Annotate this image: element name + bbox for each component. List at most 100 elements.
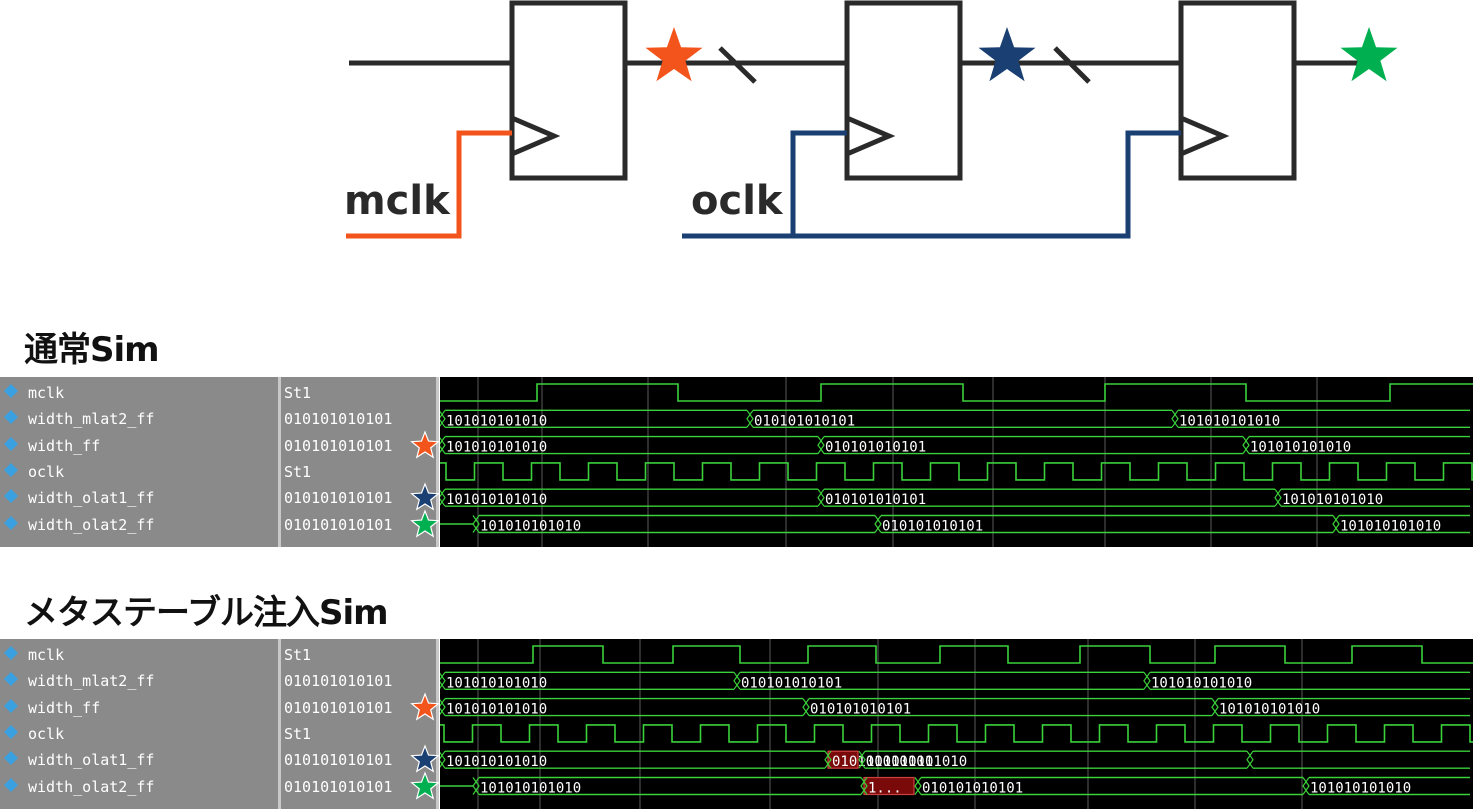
bus-slash-1 [718,46,757,84]
signal-value-text: St1 [284,462,312,481]
signal-value-text: 010101010101 [284,672,393,691]
clock-trace [440,645,1473,664]
signal-diamond-icon [4,698,18,713]
signal-diamond-icon [4,489,18,504]
signal-name: width_olat1_ff [28,751,155,770]
signal-row-width_ff[interactable]: width_ff [0,432,278,458]
star-marker-icon [410,691,440,721]
signal-value-oclk: St1 [281,458,436,484]
bus-value-label: 101010101010 [446,702,547,718]
signal-value-text: 010101010101 [284,410,393,429]
clock-trace [440,462,1473,481]
mclk-label: mclk [344,178,451,224]
bus-value-label: 010101010101 [922,781,1023,797]
bus-value-label: 1... [868,781,902,797]
star-marker-icon [410,429,440,459]
signal-value-width_ff: 010101010101 [281,694,436,720]
bus-value-label: 101010101010 [480,781,581,797]
bus-slash-2 [1053,46,1091,84]
wave-oclk [440,724,1473,743]
normal-sim-waveform-panel: 101010101010 010101010101 101010101010 1010… [0,377,1473,547]
bus-value-label: 101010101010 [446,754,547,770]
signal-value-width_ff: 010101010101 [281,432,436,458]
signal-value-text: 010101010101 [284,698,393,717]
signal-row-width_olat1_ff[interactable]: width_olat1_ff [0,484,278,510]
oclk-flipflop2-box [1178,0,1297,181]
bus-value-label: 101010101010 [1282,492,1383,508]
signal-row-width_olat2_ff[interactable]: width_olat2_ff [0,773,278,799]
signal-diamond-icon [4,646,18,660]
bus-value-label: 010101010101 [825,440,926,456]
signal-row-mclk[interactable]: mclk [0,379,278,405]
signal-name: width_ff [28,436,101,455]
bus-value-label: 101010101010 [1340,519,1441,535]
signal-value-width_olat1_ff: 010101010101 [281,484,436,510]
signal-names-column [0,377,278,547]
signal-value-text: 010101010101 [284,515,393,534]
signal-value-text: 010101010101 [284,777,393,796]
signal-value-width_olat2_ff: 010101010101 [281,511,436,537]
signal-diamond-icon [4,436,18,451]
signal-value-mclk: St1 [281,379,436,405]
bus-value-label: 101010101010 [1151,675,1252,691]
wave-width_mlat2_ff: 101010101010 010101010101 101010101010 [440,409,1470,429]
bus-value-label: 101010101010 [446,440,547,456]
oclk-flipflop1-box [844,0,963,181]
wave-width_olat2_ff: 101010101010 1... 010101010101 101010101010 [440,776,1470,797]
orange-star-icon [645,27,703,82]
signal-value-mclk: St1 [281,641,436,667]
bus-value-label: 010101010101 [754,413,855,429]
signal-value-text: St1 [284,646,312,664]
signal-row-width_ff[interactable]: width_ff [0,694,278,720]
signal-name: width_olat2_ff [28,777,155,796]
signal-row-oclk[interactable]: oclk [0,720,278,746]
star-marker-icon [410,482,440,511]
wave-mclk [440,383,1473,402]
blue-star-icon [978,27,1036,82]
signal-names-column [0,639,278,809]
signal-diamond-icon [4,724,18,739]
metastable-segment [863,776,915,796]
signal-diamond-icon [4,462,18,477]
bus-value-label: 101010101010 [446,675,547,691]
signal-values-column [281,377,436,547]
signal-diamond-icon [4,384,18,398]
signal-value-text: 010101010101 [284,436,393,455]
metastable-sim-title: メタステーブル注入Sim [24,593,389,633]
signal-row-width_olat1_ff[interactable]: width_olat1_ff [0,746,278,772]
signal-diamond-icon [4,410,18,425]
signal-row-width_mlat2_ff[interactable]: width_mlat2_ff [0,667,278,693]
signal-diamond-icon [4,777,18,792]
signal-value-width_mlat2_ff: 010101010101 [281,405,436,431]
signal-diamond-icon [4,672,18,687]
bus-value-label: 101010101010 [1250,440,1351,456]
signal-value-text: St1 [284,384,312,402]
metastable-segment [827,750,859,769]
bus-value-label: 101010101010 [1219,702,1320,718]
signal-name: oclk [28,462,65,481]
bus-value-label: 010101010101 [810,702,911,718]
bus-value-label: 101010101010 [1179,413,1280,429]
flipflop-schematic: mclk oclk [344,0,1398,239]
signal-value-width_olat2_ff: 010101010101 [281,773,436,799]
oclk-label: oclk [691,178,784,224]
signal-values-column [281,639,436,809]
signal-row-oclk[interactable]: oclk [0,458,278,484]
signal-name: width_mlat2_ff [28,410,155,429]
bus-value-label: 101010101010 [480,519,581,535]
signal-row-width_mlat2_ff[interactable]: width_mlat2_ff [0,405,278,431]
signal-value-width_olat1_ff: 010101010101 [281,746,436,772]
signal-row-width_olat2_ff[interactable]: width_olat2_ff [0,511,278,537]
signal-value-text: St1 [284,724,312,743]
bus-value-label: 010101010101 [825,492,926,508]
signal-diamond-icon [4,515,18,530]
waveform-area[interactable]: 101010101010 010101010101 101010101010 1010… [440,377,1473,547]
signal-row-mclk[interactable]: mclk [0,641,278,667]
signal-name: oclk [28,724,65,743]
bus-value-label: 101010101010 [1310,781,1411,797]
bus-value-label: 101010101010 [446,413,547,429]
